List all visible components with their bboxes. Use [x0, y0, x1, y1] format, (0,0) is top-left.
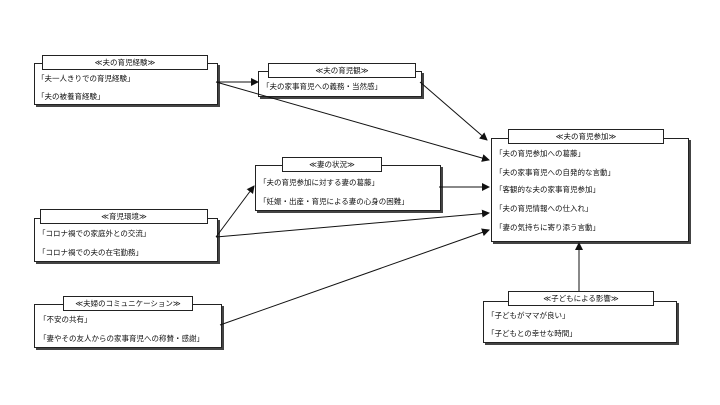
husband-view-item: 「夫の家事育児への義務・当然感」 — [262, 82, 382, 91]
husband-experience-item: 「夫の被養育経験」 — [37, 92, 105, 101]
husband-participation-title: ≪夫の育児参加≫ — [508, 129, 664, 144]
husband-experience-title: ≪夫の育児経験≫ — [42, 55, 208, 70]
wife-situation-title: ≪妻の状況≫ — [282, 157, 382, 172]
childcare-env-item: 「コロナ禍での家庭外との交流」 — [38, 229, 151, 238]
husband-participation-item: 「夫の育児参加への葛藤」 — [495, 149, 585, 158]
childcare-env-item: 「コロナ禍での夫の在宅勤務」 — [38, 248, 143, 257]
arrow-experience-to-participation — [215, 81, 490, 162]
husband-experience-item: 「夫一人きりでの育児経験」 — [37, 74, 135, 83]
wife-situation-item: 「妊娠・出産・育児による妻の心身の困難」 — [259, 197, 409, 206]
child-influence-title: ≪子どもによる影響≫ — [508, 291, 654, 306]
child-influence-box: 「子どもがママが良い」 「子どもとの幸せな時間」 — [483, 301, 677, 343]
husband-participation-box: 「夫の育児参加への葛藤」 「夫の家事育児への自発的な言動」 「客観的な夫の家事育… — [491, 138, 689, 242]
husband-participation-item: 「夫の育児情報への仕入れ」 — [495, 204, 593, 213]
arrow-comm-to-participation — [219, 228, 490, 326]
couple-comm-item: 「妻やその友人からの家事育児への称賛・感謝」 — [39, 334, 204, 343]
wife-situation-box: 「夫の育児参加に対する妻の葛藤」 「妊娠・出産・育児による妻の心身の困難」 — [255, 165, 441, 211]
childcare-env-box: 「コロナ禍での家庭外との交流」 「コロナ禍での夫の在宅勤務」 — [34, 218, 218, 262]
arrow-view-to-participation — [419, 81, 488, 141]
husband-participation-item: 「客観的な夫の家事育児参加」 — [495, 185, 600, 194]
arrow-env-to-participation — [215, 209, 490, 238]
husband-participation-item: 「妻の気持ちに寄り添う言動」 — [495, 223, 600, 232]
husband-participation-item: 「夫の家事育児への自発的な言動」 — [495, 168, 615, 177]
child-influence-item: 「子どもとの幸せな時間」 — [487, 329, 577, 338]
childcare-env-title: ≪育児環境≫ — [40, 209, 208, 224]
couple-comm-item: 「不安の共有」 — [39, 315, 92, 324]
arrow-env-to-wife — [215, 185, 255, 238]
couple-comm-box: 「不安の共有」 「妻やその友人からの家事育児への称賛・感謝」 — [34, 304, 222, 348]
husband-view-title: ≪夫の育児観≫ — [268, 63, 416, 78]
husband-experience-box: 「夫一人きりでの育児経験」 「夫の被養育経験」 — [34, 63, 218, 105]
wife-situation-item: 「夫の育児参加に対する妻の葛藤」 — [259, 178, 379, 187]
couple-comm-title: ≪夫婦のコミュニケーション≫ — [63, 296, 193, 311]
child-influence-item: 「子どもがママが良い」 — [487, 311, 570, 320]
